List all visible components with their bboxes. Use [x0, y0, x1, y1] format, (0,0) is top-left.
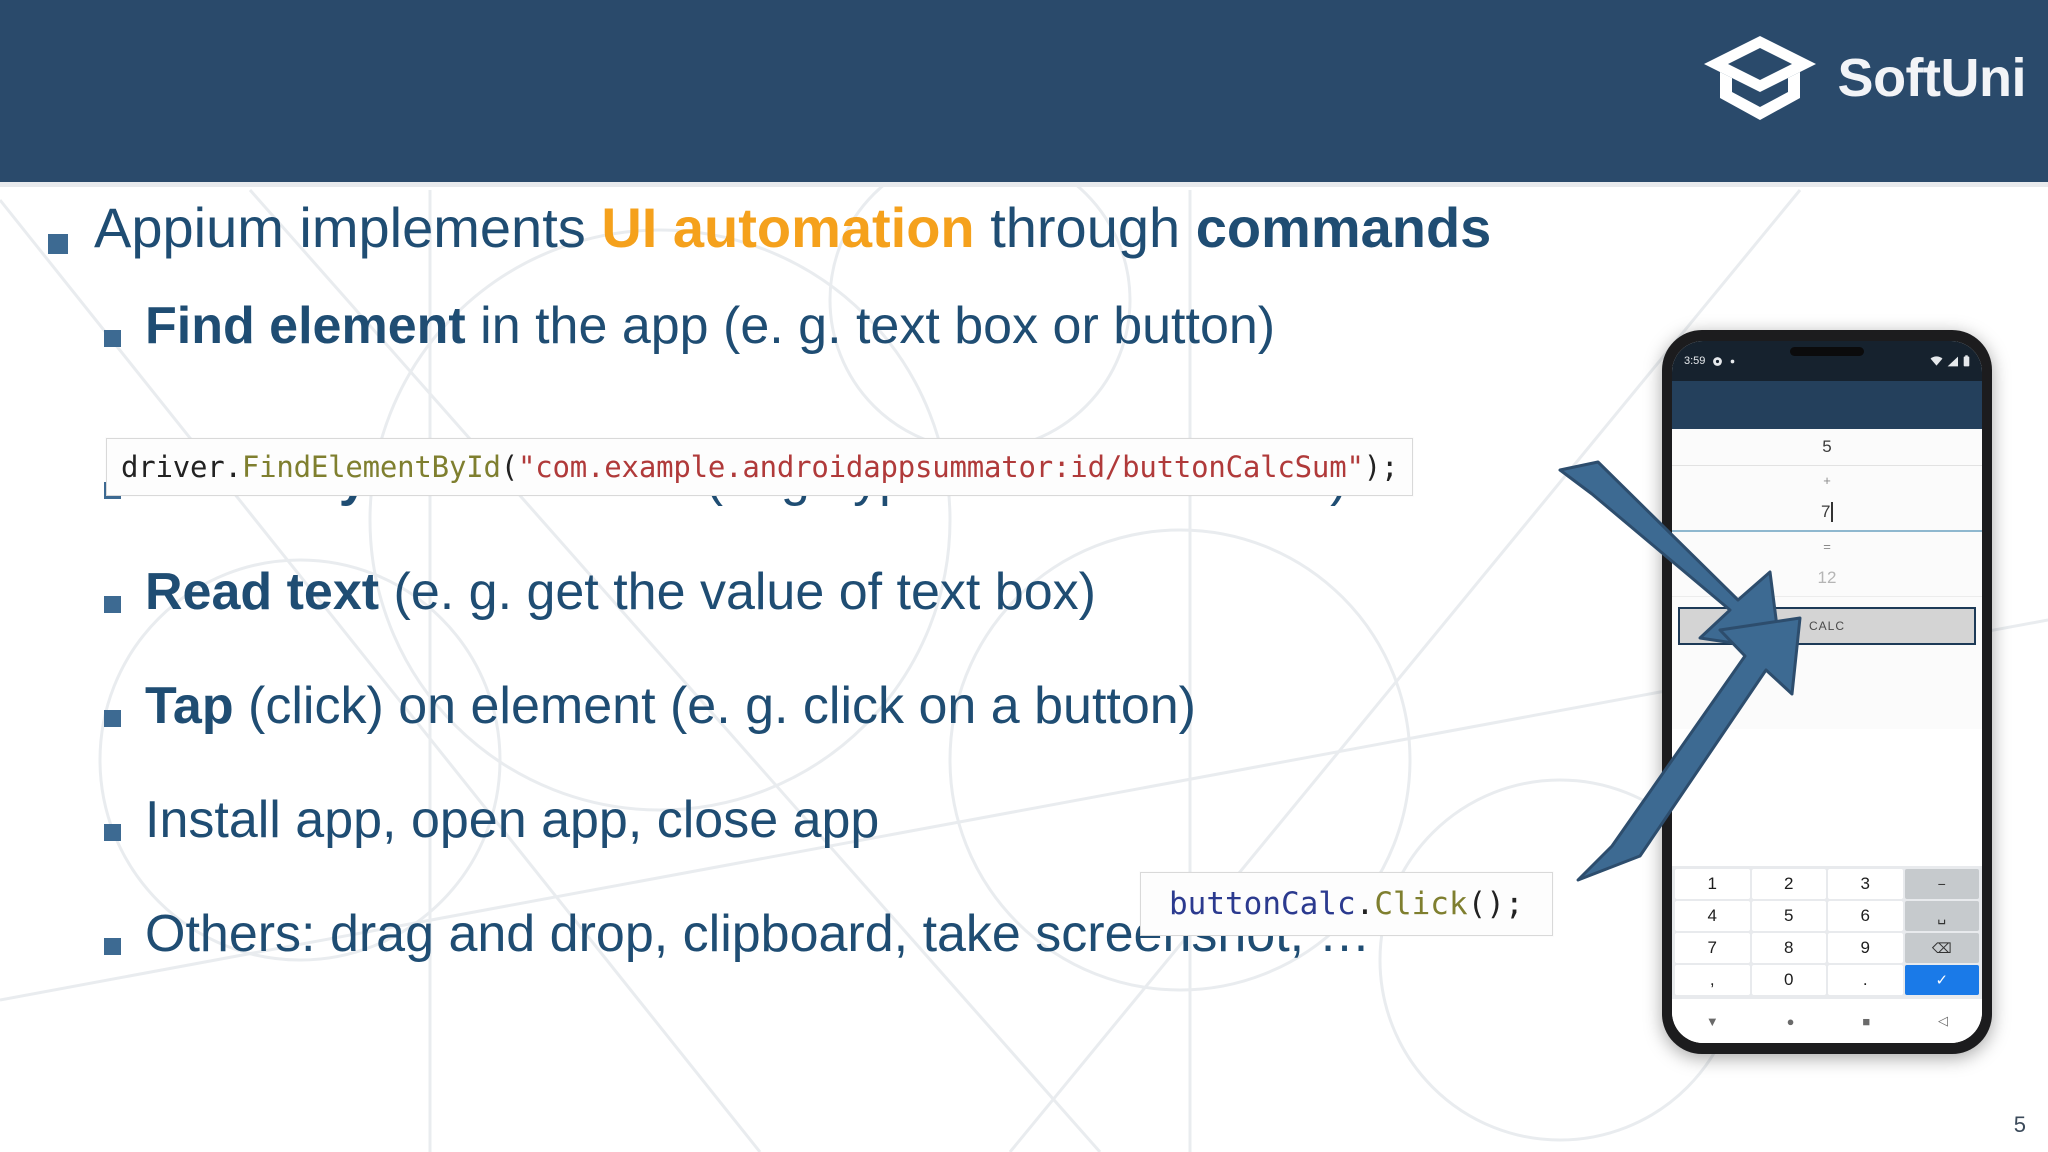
bullet-square-icon	[104, 596, 121, 613]
bullet-main-bold-end: commands	[1195, 196, 1492, 259]
bullet-main-text: Appium implements UI automation through …	[94, 200, 1491, 256]
softuni-logo: SoftUni	[1700, 32, 2027, 124]
bullet-square-icon	[104, 824, 121, 841]
key-1[interactable]: 1	[1675, 869, 1750, 899]
code1-method: FindElementById	[241, 450, 501, 484]
logo-text: SoftUni	[1837, 48, 2027, 108]
code1-object: driver.	[121, 450, 242, 484]
code1-close: );	[1363, 450, 1399, 484]
calc-operand2-value: 7	[1821, 502, 1831, 521]
code2-close: ();	[1467, 886, 1524, 922]
gear-icon	[1713, 356, 1723, 366]
bullet-square-icon	[104, 330, 121, 347]
calc-equals: =	[1823, 538, 1831, 554]
wifi-icon	[1930, 355, 1943, 366]
dot-icon	[1731, 359, 1735, 363]
calc-button[interactable]: CALC	[1678, 607, 1976, 645]
key-backspace[interactable]: ⌫	[1904, 933, 1979, 963]
code-snippet-find-element: driver.FindElementById("com.example.andr…	[106, 438, 1414, 496]
phone-navigation-bar: ▼ ● ■ ◁	[1672, 999, 1982, 1043]
bullet-read-text: Read text (e. g. get the value of text b…	[104, 566, 1096, 618]
phone-notch	[1790, 347, 1864, 356]
bullet-0-bold: Find element	[145, 297, 466, 355]
bullet-square-icon	[104, 938, 121, 955]
key-minus[interactable]: −	[1904, 869, 1979, 899]
bullet-square-icon	[104, 710, 121, 727]
key-0[interactable]: 0	[1751, 965, 1826, 995]
code1-string: "com.example.androidappsummator:id/butto…	[518, 450, 1364, 484]
code-snippet-click: buttonCalc.Click();	[1140, 872, 1553, 936]
signal-icon	[1947, 356, 1958, 366]
calc-operand2[interactable]: 7	[1672, 494, 1982, 532]
key-6[interactable]: 6	[1828, 901, 1903, 931]
calc-result: 12	[1672, 560, 1982, 597]
phone-screen: 3:59	[1672, 341, 1982, 1043]
phone-app-bar	[1672, 381, 1982, 429]
bullet-tap: Tap (click) on element (e. g. click on a…	[104, 680, 1196, 732]
bullet-find-element: Find element in the app (e. g. text box …	[104, 300, 1275, 352]
bullet-tap-text: Tap (click) on element (e. g. click on a…	[145, 680, 1196, 732]
bullet-2-rest: (e. g. get the value of text box)	[379, 563, 1096, 621]
bullet-2-bold: Read text	[145, 563, 380, 621]
bullet-square-icon	[48, 234, 68, 254]
key-8[interactable]: 8	[1751, 933, 1826, 963]
bullet-main: Appium implements UI automation through …	[48, 200, 1491, 256]
key-4[interactable]: 4	[1675, 901, 1750, 931]
code1-open-paren: (	[500, 450, 518, 484]
bullet-3-rest: (click) on element (e. g. click on a but…	[233, 677, 1196, 735]
bullet-0-rest: in the app (e. g. text box or button)	[465, 297, 1276, 355]
calc-operator: +	[1823, 472, 1831, 488]
phone-mockup: 3:59	[1662, 330, 1992, 1054]
page-number: 5	[2013, 1112, 2026, 1137]
key-comma[interactable]: ,	[1675, 965, 1750, 995]
graduation-cap-icon	[1703, 36, 1816, 120]
text-caret	[1831, 502, 1833, 522]
bullet-main-pre: Appium implements	[94, 196, 602, 259]
calc-operand1[interactable]: 5	[1672, 429, 1982, 466]
nav-keyboard-icon[interactable]: ◁	[1938, 1013, 1949, 1028]
bullet-install-app-text: Install app, open app, close app	[145, 791, 880, 849]
bullet-3-bold: Tap	[145, 677, 234, 735]
bullet-main-highlight: UI automation	[601, 196, 975, 259]
code2-dot: .	[1355, 886, 1375, 922]
battery-icon	[1963, 355, 1970, 367]
bullet-find-element-text: Find element in the app (e. g. text box …	[145, 300, 1275, 352]
key-9[interactable]: 9	[1828, 933, 1903, 963]
bullet-install-app: Install app, open app, close app	[104, 794, 879, 846]
bullet-main-mid: through	[974, 196, 1196, 259]
nav-back-icon[interactable]: ▼	[1705, 1013, 1719, 1029]
key-space[interactable]: ␣	[1904, 901, 1979, 931]
key-period[interactable]: .	[1828, 965, 1903, 995]
numeric-keypad: 1 2 3 − 4 5 6 ␣ 7 8 9 ⌫ , 0 . ✓	[1672, 866, 1982, 999]
code2-variable: buttonCalc	[1169, 886, 1356, 922]
key-3[interactable]: 3	[1828, 869, 1903, 899]
code2-method: Click	[1374, 886, 1468, 922]
key-5[interactable]: 5	[1751, 901, 1826, 931]
key-2[interactable]: 2	[1751, 869, 1826, 899]
nav-home-icon[interactable]: ●	[1786, 1013, 1795, 1029]
key-7[interactable]: 7	[1675, 933, 1750, 963]
bullet-read-text-text: Read text (e. g. get the value of text b…	[145, 566, 1096, 618]
nav-recents-icon[interactable]: ■	[1862, 1013, 1871, 1029]
status-time: 3:59	[1684, 355, 1706, 367]
calculator-app: 5 + 7 = 12 CALC	[1672, 429, 1982, 729]
key-confirm[interactable]: ✓	[1904, 965, 1979, 995]
